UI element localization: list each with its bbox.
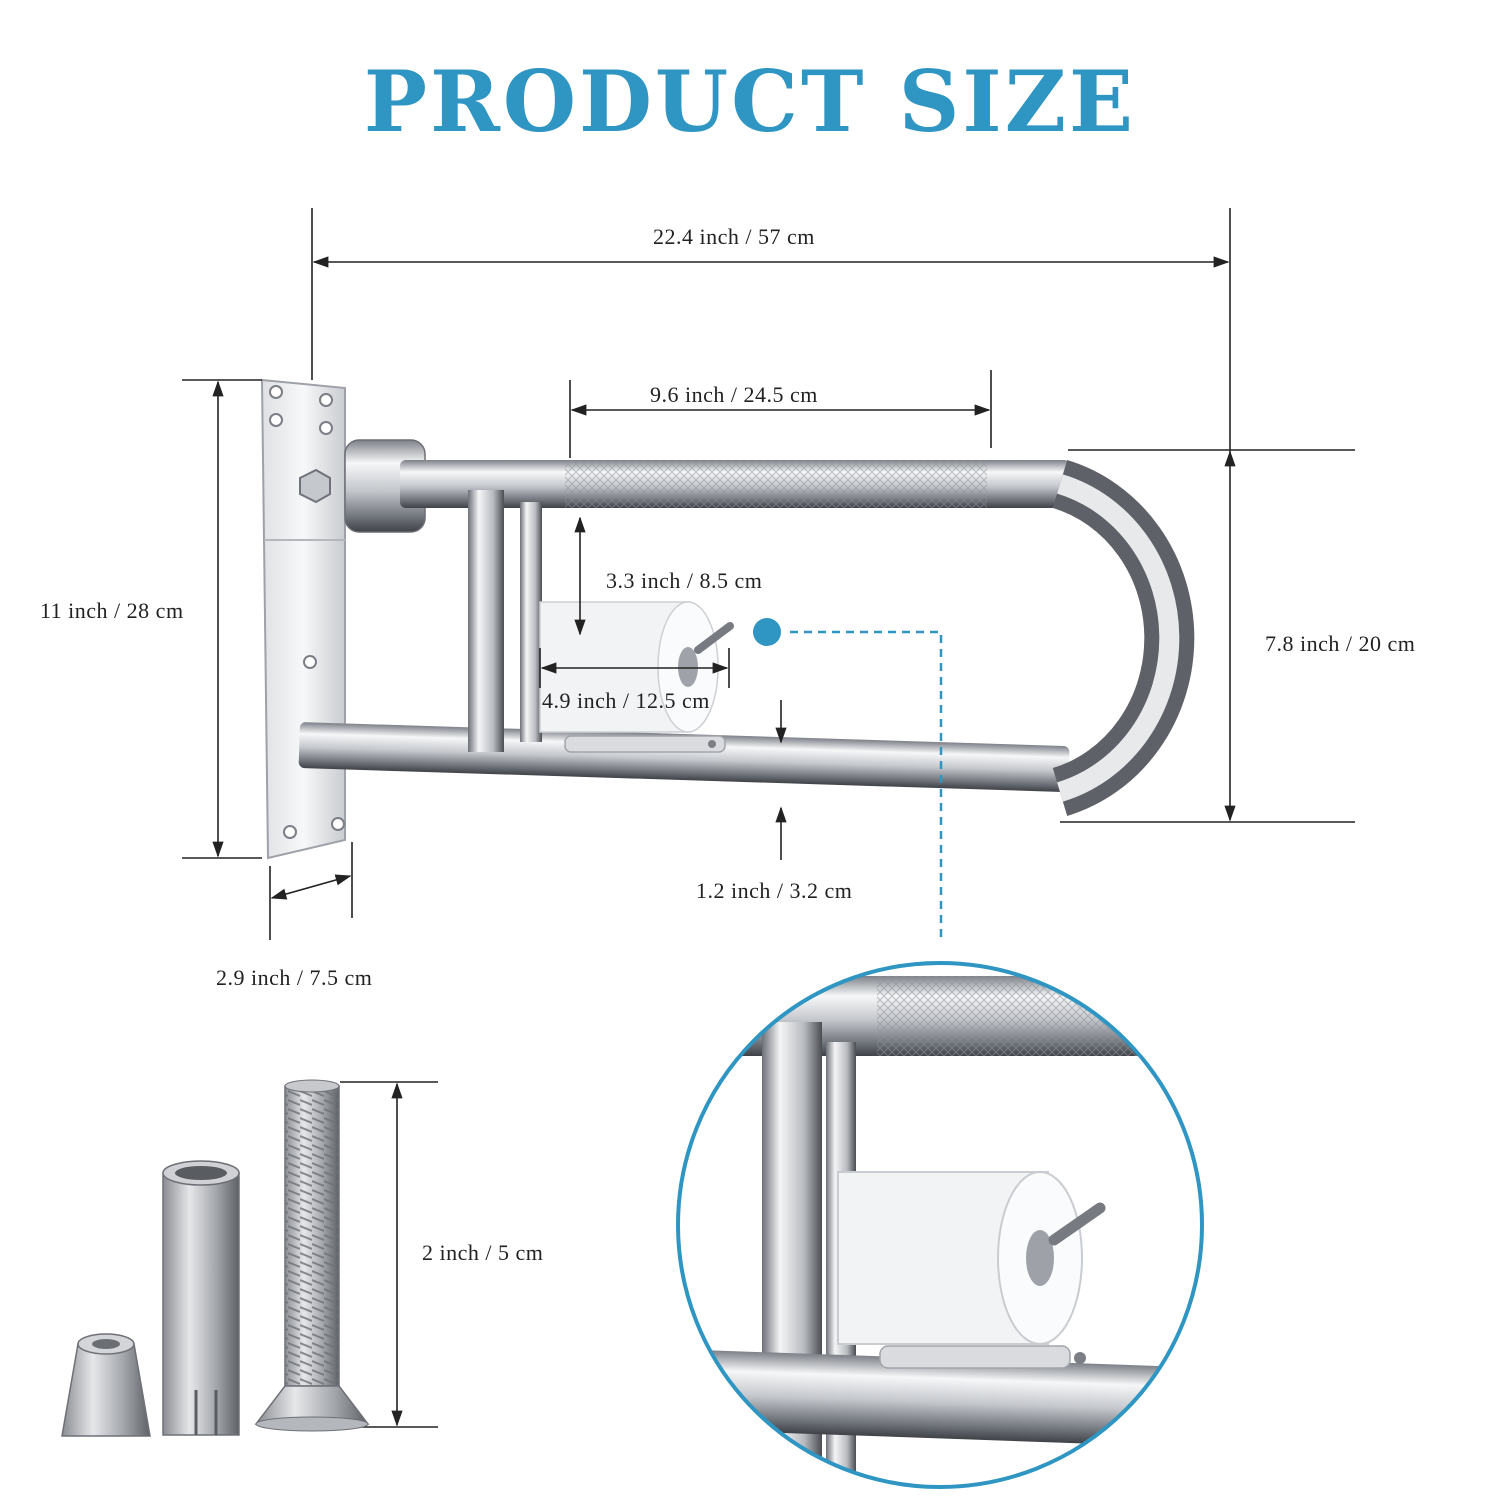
roll-clearance-label: 3.3 inch / 8.5 cm	[606, 568, 763, 593]
plate-depth-label: 2.9 inch / 7.5 cm	[216, 965, 373, 990]
roll-holder-width-label: 4.9 inch / 12.5 cm	[542, 688, 710, 713]
overall-length-label: 22.4 inch / 57 cm	[653, 224, 815, 249]
detail-dot-icon	[753, 618, 781, 646]
grip-length-label: 9.6 inch / 24.5 cm	[650, 382, 818, 407]
bar-height-label: 7.8 inch / 20 cm	[1265, 631, 1416, 656]
expansion-sleeve	[162, 1160, 240, 1436]
front-support	[468, 490, 504, 752]
wall-plate	[260, 378, 346, 860]
anchor-bolt	[254, 1079, 370, 1432]
grab-bar-illustration	[260, 378, 1195, 860]
plate-height-label: 11 inch / 28 cm	[40, 598, 184, 623]
cone-nut	[61, 1333, 151, 1437]
page-title: PRODUCT SIZE	[363, 52, 1137, 151]
mounting-hardware	[61, 1079, 370, 1437]
detail-zoom-circle	[676, 961, 1204, 1489]
tube-diameter-label: 1.2 inch / 3.2 cm	[696, 878, 853, 903]
anchor-length-label: 2 inch / 5 cm	[422, 1240, 544, 1265]
callout-leader	[790, 630, 943, 938]
